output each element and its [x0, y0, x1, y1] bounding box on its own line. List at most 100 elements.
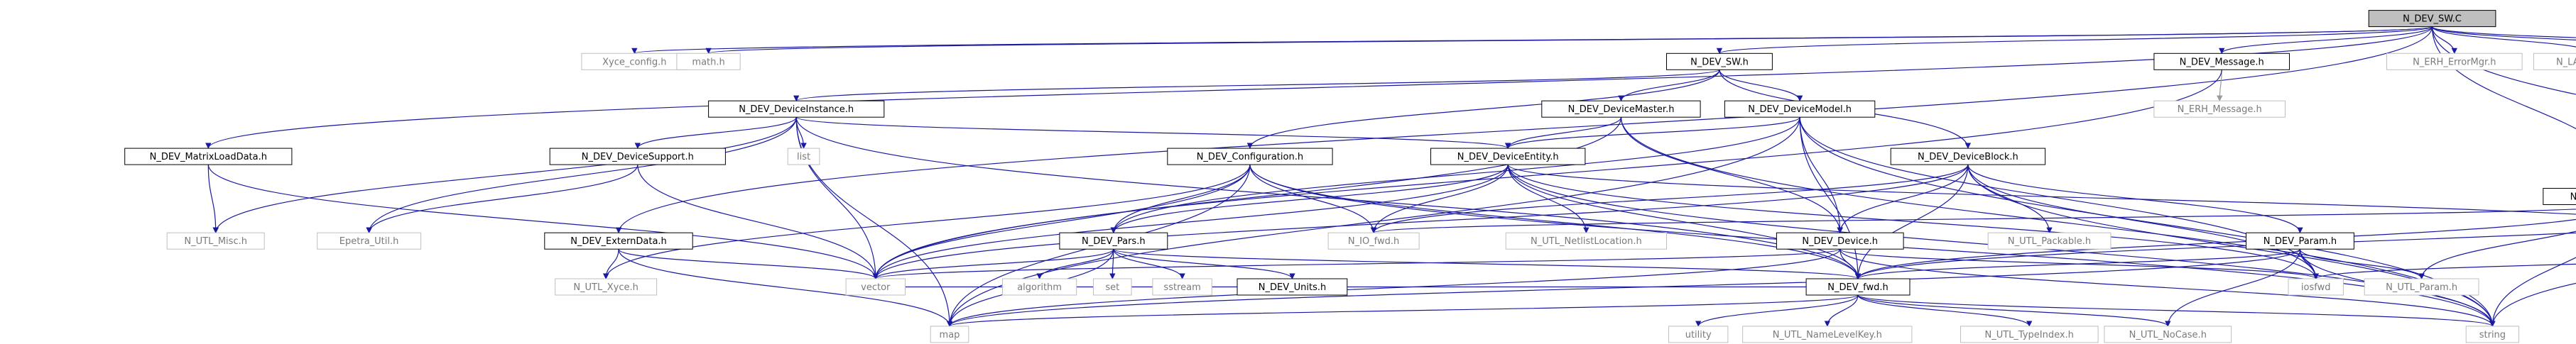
edge-root-to-math — [706, 26, 2433, 55]
node-label: N_DEV_Device.h — [1802, 236, 1878, 247]
node-label: N_DEV_Units.h — [1259, 282, 1326, 293]
node-label: N_DEV_fwd.h — [1827, 282, 1888, 293]
node-box — [2246, 232, 2354, 250]
edge-deviceblock-to-string — [1967, 165, 2496, 327]
edge-solverstate-to-string — [2489, 282, 2576, 327]
edge-devsw-to-devicemaster — [1618, 70, 1720, 101]
node-label: vector — [861, 282, 891, 293]
node-utl-typeindex: N_UTL_TypeIndex.h — [1960, 326, 2099, 343]
node-deviceentity[interactable]: N_DEV_DeviceEntity.h — [1430, 148, 1586, 165]
node-label: N_DEV_DeviceBlock.h — [1918, 152, 2018, 162]
node-box — [1059, 232, 1168, 250]
node-label: string — [2479, 330, 2506, 340]
edge-device-to-map — [947, 249, 1841, 327]
node-param[interactable]: N_DEV_Param.h — [2246, 232, 2354, 250]
edge-deviceentity-to-vector — [872, 165, 1509, 279]
node-box — [2465, 326, 2520, 343]
node-units[interactable]: N_DEV_Units.h — [1237, 278, 1348, 296]
node-box — [549, 148, 726, 165]
edge-deviceentity-to-iosfwd — [1507, 165, 2319, 279]
edge-deviceinstance-to-devicesupport — [634, 116, 797, 149]
node-label: N_ERH_ErrorMgr.h — [2413, 57, 2496, 67]
node-box — [1002, 278, 1077, 296]
node-devicesupport[interactable]: N_DEV_DeviceSupport.h — [549, 148, 726, 165]
edge-pars-to-algorithm — [1036, 249, 1114, 279]
node-set: set — [1093, 278, 1132, 296]
edge-configuration-to-vector — [872, 165, 1251, 279]
node-label: Xyce_config.h — [602, 57, 666, 67]
node-box — [676, 52, 741, 70]
edge-deviceoptions-to-dev_fwd — [1854, 218, 2576, 279]
edge-pars-to-dev_fwd — [1113, 248, 1861, 279]
edge-solverstate-to-dev_fwd — [1855, 232, 2576, 279]
node-box — [787, 148, 820, 165]
edge-devicemodel-to-deviceentity — [1505, 116, 1800, 149]
node-algorithm: algorithm — [1002, 278, 1077, 296]
edge-device-to-string — [1839, 249, 2496, 327]
node-devsw[interactable]: N_DEV_SW.h — [1666, 52, 1773, 70]
edge-dev_fwd-to-utility — [1695, 294, 1859, 327]
node-box — [166, 232, 265, 250]
edge-deviceinstance-to-epetra_util — [366, 117, 797, 234]
node-label: N_DEV_SW.C — [2403, 14, 2462, 25]
node-box — [317, 232, 422, 250]
node-root[interactable]: N_DEV_SW.C — [2368, 10, 2496, 28]
node-pars[interactable]: N_DEV_Pars.h — [1059, 232, 1168, 250]
node-deviceinstance[interactable]: N_DEV_DeviceInstance.h — [708, 100, 885, 118]
node-deviceblock[interactable]: N_DEV_DeviceBlock.h — [1890, 148, 2046, 165]
edge-deviceentity-to-utl_fwd — [1507, 164, 2576, 215]
node-devicemaster[interactable]: N_DEV_DeviceMaster.h — [1541, 100, 1701, 118]
edge-param-to-map — [947, 248, 2300, 327]
node-box — [708, 100, 885, 118]
edge-deviceentity-to-utl_netlist — [1507, 165, 1589, 234]
node-list: list — [787, 148, 820, 165]
edge-deviceentity-to-io_fwd — [1370, 165, 1509, 234]
node-utility: utility — [1668, 326, 1729, 343]
node-label: utility — [1685, 330, 1712, 340]
node-label: N_DEV_Configuration.h — [1197, 152, 1303, 162]
node-utl-nocase: N_UTL_NoCase.h — [2104, 326, 2232, 343]
node-label: sstream — [1163, 282, 1200, 293]
edge-externdata-to-vector — [618, 248, 879, 279]
edge-externdata-to-utl_xyce — [602, 249, 619, 279]
node-deviceoptions[interactable]: N_DEV_DeviceOptions.h — [2543, 188, 2576, 205]
edge-devicemodel-to-dev_fwd — [1799, 117, 1862, 279]
node-label: N_DEV_DeviceOptions.h — [2570, 192, 2576, 203]
node-configuration[interactable]: N_DEV_Configuration.h — [1167, 148, 1333, 165]
edge-root-to-devsw — [1717, 26, 2433, 55]
node-math: math.h — [676, 52, 741, 70]
node-utl-netlist: N_UTL_NetlistLocation.h — [1505, 232, 1667, 250]
node-matrixload[interactable]: N_DEV_MatrixLoadData.h — [124, 148, 293, 165]
node-label: N_LAS_Matrix.h — [2556, 57, 2576, 67]
node-label: N_DEV_DeviceMaster.h — [1568, 104, 1675, 115]
node-dev-fwd[interactable]: N_DEV_fwd.h — [1805, 278, 1911, 296]
edge-devicemaster-to-device — [1620, 117, 1843, 234]
edge-deviceinstance-to-utl_misc — [212, 117, 797, 234]
node-vector: vector — [845, 278, 906, 296]
node-label: N_DEV_Param.h — [2263, 236, 2337, 247]
edge-deviceoptions-to-io_fwd — [1371, 209, 2576, 234]
node-label: N_DEV_SW.h — [1690, 57, 1749, 67]
edge-device-to-vector — [873, 248, 1841, 279]
node-box — [1093, 278, 1132, 296]
node-devicemodel[interactable]: N_DEV_DeviceModel.h — [1724, 100, 1876, 118]
edge-externdata-to-map — [618, 249, 953, 327]
node-utl-misc: N_UTL_Misc.h — [166, 232, 265, 250]
node-box — [1890, 148, 2046, 165]
node-erh-errormgr: N_ERH_ErrorMgr.h — [2386, 52, 2523, 70]
node-externdata[interactable]: N_DEV_ExternData.h — [544, 232, 693, 250]
node-io-fwd: N_IO_fwd.h — [1327, 232, 1420, 250]
node-box — [2153, 100, 2286, 118]
node-box — [1430, 148, 1586, 165]
edge-deviceoptions-to-utl_param — [2418, 231, 2576, 279]
node-devmessage[interactable]: N_DEV_Message.h — [2153, 52, 2290, 70]
node-box — [2364, 278, 2479, 296]
edge-dev_fwd-to-string — [1857, 294, 2496, 327]
node-box — [2288, 278, 2344, 296]
node-label: N_UTL_Xyce.h — [573, 282, 638, 293]
node-label: list — [797, 152, 810, 162]
node-label: N_DEV_ExternData.h — [570, 236, 667, 247]
edge-deviceinstance-to-deviceentity — [795, 116, 1511, 149]
edge-root-to-devmessage — [2219, 26, 2433, 55]
node-device[interactable]: N_DEV_Device.h — [1776, 232, 1904, 250]
